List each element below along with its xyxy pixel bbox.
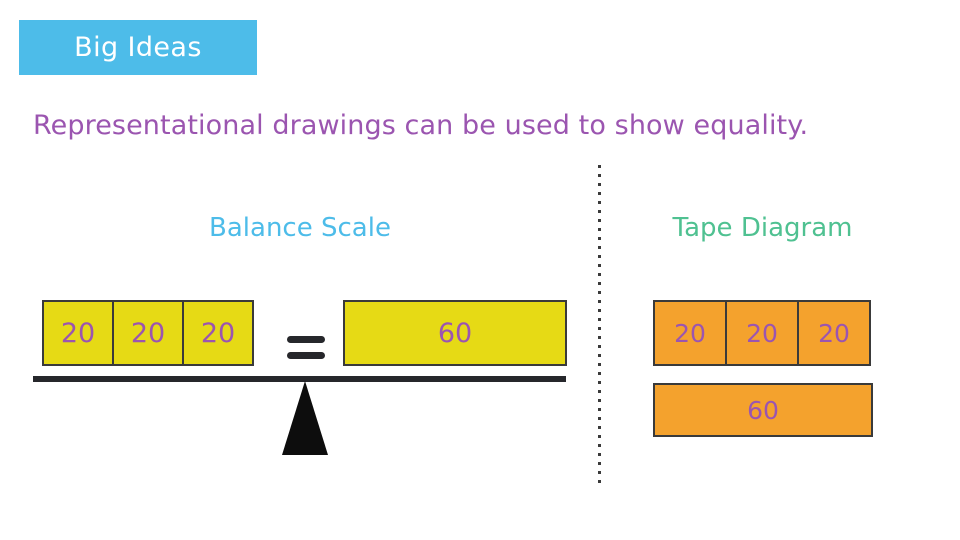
balance-scale-heading: Balance Scale	[209, 213, 391, 243]
balance-block-60: 60	[343, 300, 567, 366]
equals-sign-icon	[287, 336, 325, 362]
tape-bottom-row: 60	[653, 383, 873, 437]
big-ideas-banner: Big Ideas	[19, 20, 257, 75]
section-divider	[598, 165, 601, 485]
balance-right-pan-blocks: 60	[343, 300, 567, 366]
balance-beam	[33, 376, 566, 382]
fulcrum-triangle-icon	[282, 381, 328, 455]
equals-bar-bottom	[287, 352, 325, 359]
balance-block-20-b: 20	[112, 300, 184, 366]
subtitle-text: Representational drawings can be used to…	[33, 110, 809, 141]
tape-block-20-b: 20	[725, 300, 799, 366]
balance-left-pan-blocks: 20 20 20	[42, 300, 254, 366]
balance-block-20-a: 20	[42, 300, 114, 366]
equals-bar-top	[287, 336, 325, 343]
tape-block-20-c: 20	[797, 300, 871, 366]
balance-block-20-c: 20	[182, 300, 254, 366]
tape-top-row: 20 20 20	[653, 300, 871, 366]
banner-title: Big Ideas	[74, 32, 202, 63]
tape-block-60: 60	[653, 383, 873, 437]
tape-diagram-heading: Tape Diagram	[672, 213, 853, 243]
tape-block-20-a: 20	[653, 300, 727, 366]
